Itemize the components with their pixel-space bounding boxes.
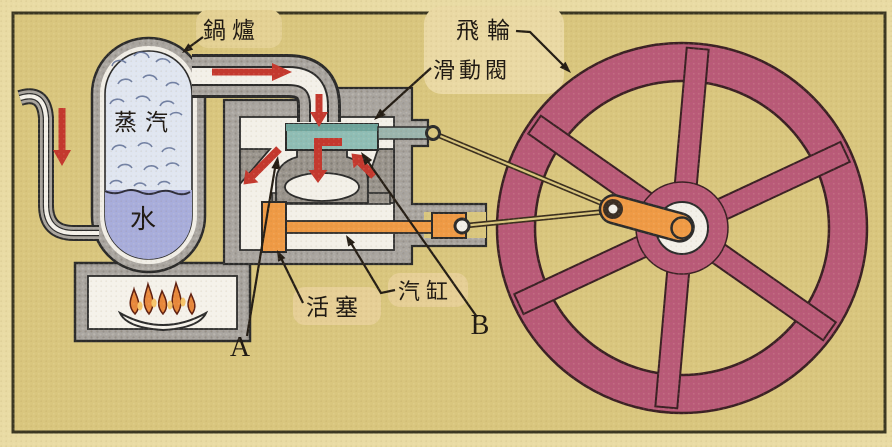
label-boiler: 鍋爐 (203, 18, 261, 43)
valve-rod-eye (425, 125, 441, 141)
label-water: 水 (130, 205, 156, 234)
label-point-a: A (230, 332, 251, 363)
label-steam: 蒸汽 (114, 110, 176, 135)
boiler (90, 36, 207, 274)
label-flywheel: 飛輪 (456, 18, 518, 43)
label-point-b: B (471, 310, 490, 341)
label-cylinder: 汽缸 (398, 279, 454, 304)
valve-shading (286, 124, 378, 131)
valve-rod (377, 126, 429, 140)
label-slide-valve: 滑動閥 (433, 58, 511, 83)
crank-pin-center (608, 204, 618, 214)
label-piston: 活塞 (306, 295, 364, 320)
crosshead-pin (453, 217, 471, 235)
furnace (73, 261, 252, 343)
crank-shaft-end (670, 216, 694, 240)
